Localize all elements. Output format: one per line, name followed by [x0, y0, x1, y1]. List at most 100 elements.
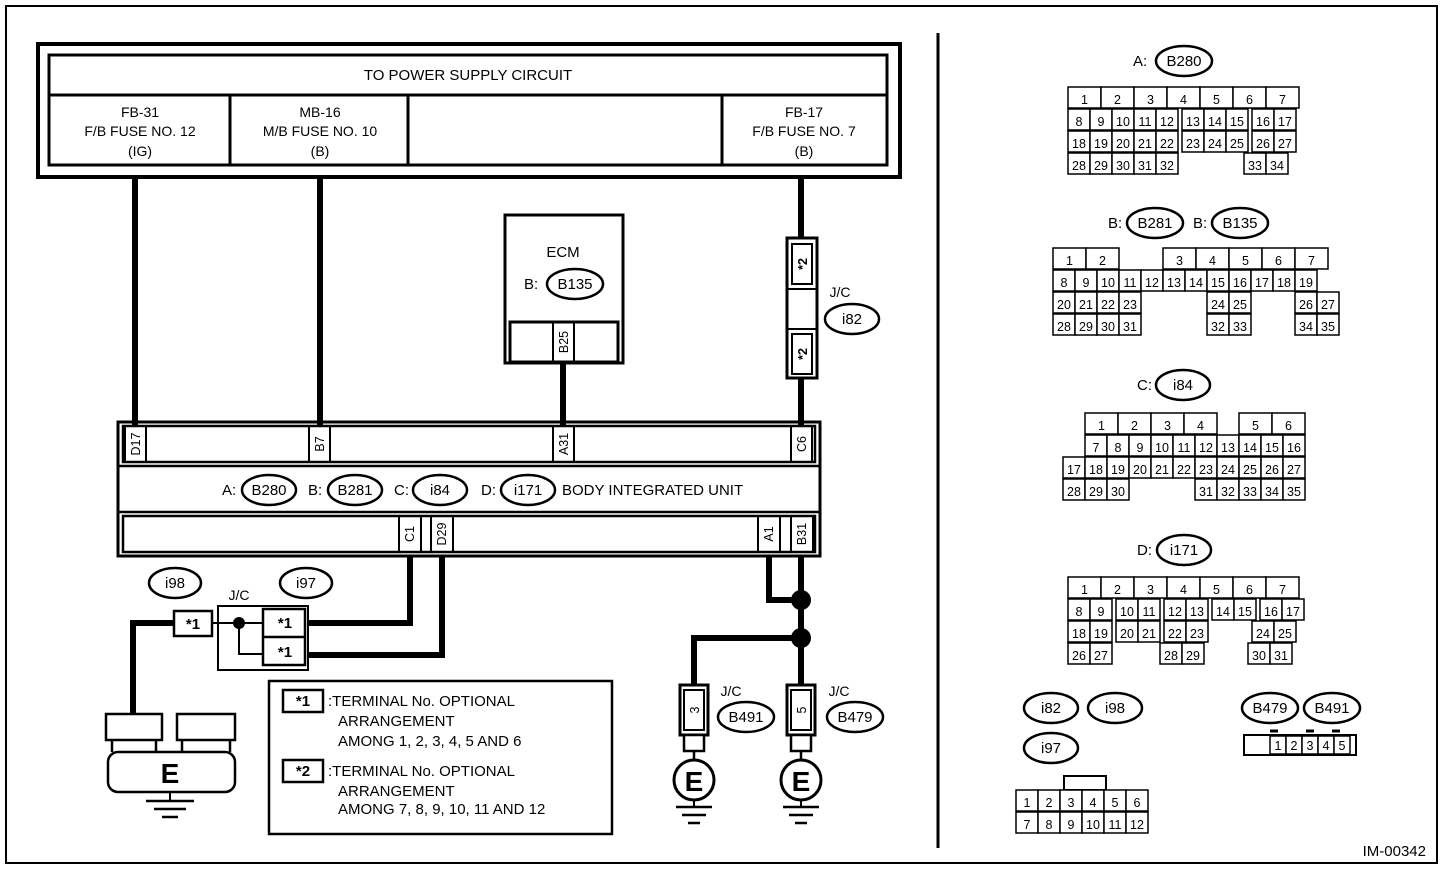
pin-number: 1 — [1024, 796, 1031, 810]
pin-cell — [1233, 598, 1257, 621]
bu-conn-b280-oval — [240, 473, 298, 507]
pin-number: 9 — [1098, 115, 1105, 129]
pin-number: 25 — [1230, 137, 1244, 151]
pin-number: 16 — [1233, 276, 1247, 290]
pin-number: 27 — [1094, 649, 1108, 663]
pin-cell — [1155, 130, 1179, 153]
pin-number: 33 — [1243, 485, 1257, 499]
pin-cell — [1118, 291, 1142, 314]
jc-i98-oval — [147, 566, 203, 600]
jc-i97-pin-top: *1 — [278, 615, 292, 632]
pin-number: 24 — [1221, 463, 1235, 477]
pin-number: 2 — [1046, 796, 1053, 810]
pin-number: 26 — [1299, 298, 1313, 312]
conn-b479-oval — [1240, 691, 1300, 725]
pin-cell — [1089, 642, 1113, 665]
fuse-fb17-id: FB-17 — [785, 104, 823, 120]
bu-conn-i171-oval — [499, 473, 557, 507]
pin-number: 23 — [1190, 627, 1204, 641]
pin-number: 11 — [1139, 115, 1152, 129]
figure-id: IM-00342 — [1363, 843, 1426, 860]
pin-number: 9 — [1137, 441, 1144, 455]
pin-number: 18 — [1072, 137, 1086, 151]
fuse-mb16-name: M/B FUSE NO. 10 — [263, 123, 378, 139]
pin-number: 34 — [1299, 320, 1313, 334]
pin-number: 10 — [1101, 276, 1115, 290]
conn-c-prefix: C: — [1137, 377, 1152, 394]
conn-b491-oval — [1302, 691, 1362, 725]
pin-number: 29 — [1094, 159, 1108, 173]
pin-cell — [1185, 598, 1209, 621]
pin-number: 31 — [1138, 159, 1152, 173]
conn-a-name: B280 — [1166, 53, 1201, 70]
jc-b479: 5 E J/C B479 — [779, 683, 885, 825]
pin-number: 32 — [1211, 320, 1225, 334]
pin-number: 26 — [1256, 137, 1270, 151]
conn-c-name: i84 — [1173, 377, 1193, 394]
bu-pin-b31: B31 — [795, 523, 809, 545]
pin-cell — [1181, 642, 1205, 665]
pin-number: 17 — [1255, 276, 1269, 290]
conn-i98-oval — [1086, 691, 1144, 725]
pin-number: 21 — [1079, 298, 1093, 312]
pin-number: 16 — [1256, 115, 1270, 129]
pin-number: 20 — [1116, 137, 1130, 151]
pin-number: 13 — [1186, 115, 1200, 129]
pin-number: 16 — [1287, 441, 1301, 455]
pin-number: 27 — [1278, 137, 1292, 151]
pin-number: 11 — [1178, 441, 1191, 455]
ecm-title: ECM — [546, 244, 579, 261]
pin-cell — [1228, 291, 1252, 314]
pin-number: 28 — [1164, 649, 1178, 663]
outer-frame — [5, 5, 1438, 864]
pin-cell — [1333, 735, 1351, 755]
pin-number: 20 — [1120, 627, 1134, 641]
fuse-fb31-name: F/B FUSE NO. 12 — [84, 123, 195, 139]
pin-number: 23 — [1123, 298, 1137, 312]
fuse-mb16-id: MB-16 — [299, 104, 340, 120]
pin-cell — [1089, 620, 1113, 643]
pin-cell — [1085, 247, 1120, 270]
pin-number: 32 — [1160, 159, 1174, 173]
jc-i97-pin-bottom: *1 — [278, 644, 292, 661]
pin-cell — [1265, 152, 1289, 175]
ecm-connector-b135: B135 — [557, 276, 592, 293]
ground-block-e: E — [104, 712, 237, 819]
pin-cell — [1225, 130, 1249, 153]
pin-number: 13 — [1221, 441, 1235, 455]
pin-cell — [1265, 576, 1300, 599]
pin-cell — [1125, 789, 1149, 812]
bu-pin-d17: D17 — [129, 432, 143, 455]
splice-dot-2 — [791, 628, 811, 648]
pin-number: 6 — [1246, 583, 1253, 597]
pin-number: 11 — [1124, 276, 1137, 290]
conn-b135-oval — [1210, 206, 1270, 240]
bu-conn-i84-oval — [411, 473, 469, 507]
note1-line2: ARRANGEMENT — [338, 713, 455, 730]
pin-number: 3 — [1068, 796, 1075, 810]
pin-cell — [1294, 247, 1329, 270]
pin-number: 19 — [1299, 276, 1313, 290]
note2-line3: AMONG 7, 8, 9, 10, 11 AND 12 — [338, 801, 545, 818]
conn-d-name: i171 — [1170, 542, 1198, 559]
conn-a-prefix: A: — [1133, 53, 1147, 70]
fuse-fb17-name: F/B FUSE NO. 7 — [752, 123, 856, 139]
pin-number: 1 — [1098, 419, 1105, 433]
pin-number: 18 — [1277, 276, 1291, 290]
pin-number: 4 — [1180, 93, 1187, 107]
pin-number: 7 — [1093, 441, 1100, 455]
pin-cell — [1294, 269, 1318, 292]
pin-cell — [1225, 108, 1249, 131]
pin-number: 24 — [1211, 298, 1225, 312]
pin-cell — [1155, 152, 1179, 175]
jc-i98-connector: i98 — [165, 575, 185, 592]
pin-number: 2 — [1131, 419, 1138, 433]
pin-number: 27 — [1321, 298, 1335, 312]
